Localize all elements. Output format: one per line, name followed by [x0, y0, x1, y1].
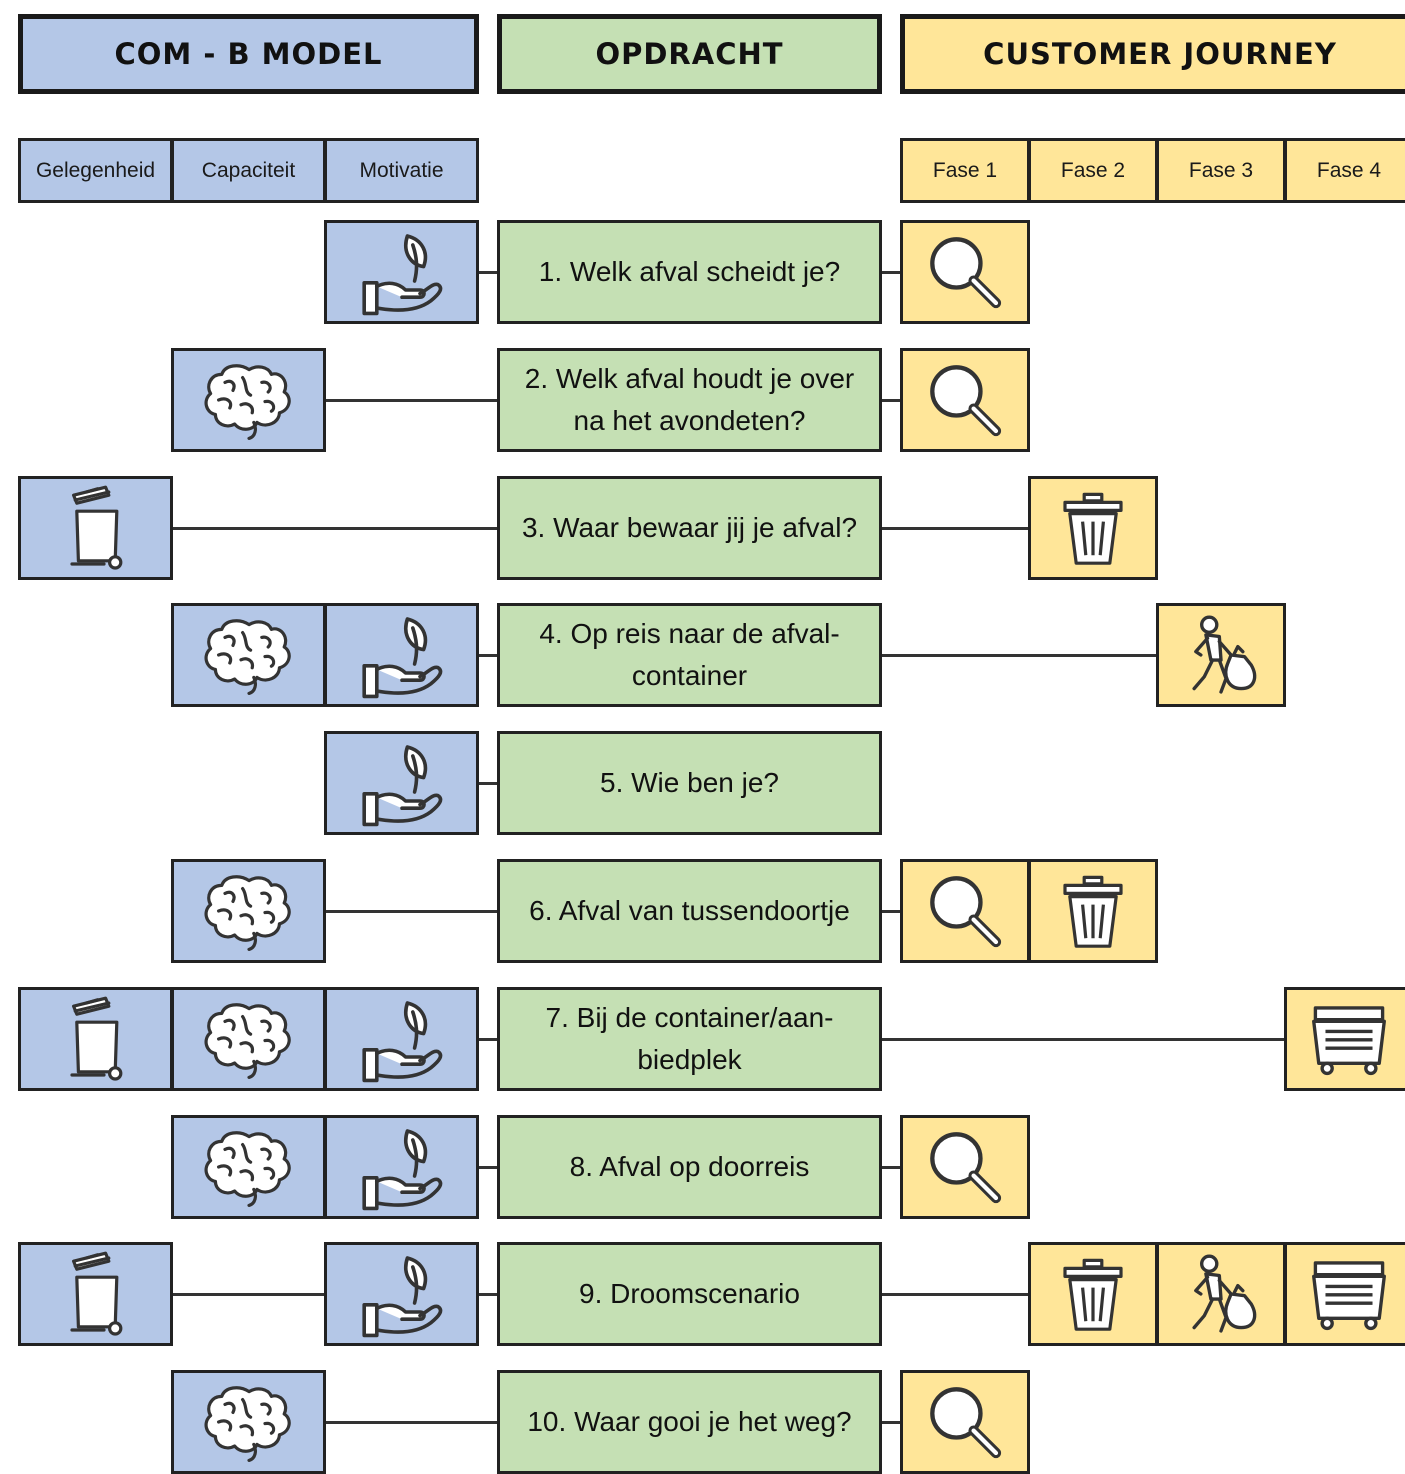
brain-icon: [201, 612, 297, 698]
phase-cell-2: [1028, 476, 1158, 580]
brain-icon: [201, 357, 297, 443]
hand-plant-icon: [356, 1122, 448, 1212]
phase-cell-1: [900, 348, 1030, 452]
connector-line: [479, 270, 497, 274]
phase-header-4: Fase 4: [1284, 138, 1405, 203]
phase-cell-2: [1028, 1242, 1158, 1346]
connector-line: [882, 398, 900, 402]
connector-line: [479, 653, 497, 657]
task-box: 3. Waar bewaar jij je afval?: [497, 476, 882, 580]
task-box: 10. Waar gooi je het weg?: [497, 1370, 882, 1474]
comb-cell-capaciteit: [171, 859, 326, 963]
column-header-capaciteit: Capaciteit: [171, 138, 326, 203]
comb-cell-capaciteit: [171, 603, 326, 707]
waste-container-icon: [1307, 1255, 1391, 1333]
hand-plant-icon: [356, 610, 448, 700]
bin-opportunity-icon: [56, 995, 136, 1083]
comb-cell-motivatie: [324, 1115, 479, 1219]
hand-plant-icon: [356, 994, 448, 1084]
phase-cell-3: [1156, 1242, 1286, 1346]
task-box: 4. Op reis naar de afval-container: [497, 603, 882, 707]
connector-line: [479, 781, 497, 785]
bin-opportunity-icon: [56, 1250, 136, 1338]
waste-container-icon: [1307, 1000, 1391, 1078]
comb-cell-motivatie: [324, 731, 479, 835]
phase-cell-4: [1284, 987, 1405, 1091]
connector-line: [882, 909, 900, 913]
task-box: 2. Welk afval houdt je over na het avond…: [497, 348, 882, 452]
trash-can-icon: [1057, 488, 1129, 568]
phase-cell-3: [1156, 603, 1286, 707]
magnifier-icon: [922, 868, 1008, 954]
connector-line: [882, 1037, 1284, 1041]
comb-cell-motivatie: [324, 1242, 479, 1346]
task-box: 1. Welk afval scheidt je?: [497, 220, 882, 324]
connector-line: [479, 1292, 497, 1296]
connector-line: [882, 526, 1028, 530]
walking-person-with-bag-icon: [1179, 1251, 1263, 1337]
column-header-motivatie: Motivatie: [324, 138, 479, 203]
phase-header-2: Fase 2: [1028, 138, 1158, 203]
phase-header-1: Fase 1: [900, 138, 1030, 203]
comb-cell-gelegenheid: [18, 987, 173, 1091]
magnifier-icon: [922, 357, 1008, 443]
opdracht-header: OPDRACHT: [497, 14, 882, 94]
column-header-gelegenheid: Gelegenheid: [18, 138, 173, 203]
phase-cell-4: [1284, 1242, 1405, 1346]
connector-line: [326, 398, 497, 402]
connector-line: [326, 909, 497, 913]
magnifier-icon: [922, 1124, 1008, 1210]
connector-line: [326, 1420, 497, 1424]
phase-cell-1: [900, 859, 1030, 963]
brain-icon: [201, 996, 297, 1082]
phase-cell-1: [900, 220, 1030, 324]
comb-cell-capaciteit: [171, 1115, 326, 1219]
walking-person-with-bag-icon: [1179, 612, 1263, 698]
brain-icon: [201, 1379, 297, 1465]
connector-line: [173, 526, 497, 530]
task-box: 5. Wie ben je?: [497, 731, 882, 835]
brain-icon: [201, 868, 297, 954]
hand-plant-icon: [356, 738, 448, 828]
phase-header-3: Fase 3: [1156, 138, 1286, 203]
comb-cell-capaciteit: [171, 1370, 326, 1474]
bin-opportunity-icon: [56, 484, 136, 572]
comb-cell-capaciteit: [171, 348, 326, 452]
phase-cell-2: [1028, 859, 1158, 963]
phase-cell-1: [900, 1370, 1030, 1474]
connector-line: [882, 1292, 1028, 1296]
hand-plant-icon: [356, 1249, 448, 1339]
connector-line: [173, 1292, 324, 1296]
phase-cell-1: [900, 1115, 1030, 1219]
task-box: 9. Droomscenario: [497, 1242, 882, 1346]
trash-can-icon: [1057, 1254, 1129, 1334]
connector-line: [882, 1420, 900, 1424]
comb-cell-gelegenheid: [18, 476, 173, 580]
connector-line: [479, 1165, 497, 1169]
task-box: 8. Afval op doorreis: [497, 1115, 882, 1219]
task-box: 6. Afval van tussendoortje: [497, 859, 882, 963]
comb-cell-motivatie: [324, 987, 479, 1091]
task-box: 7. Bij de container/aan-biedplek: [497, 987, 882, 1091]
connector-line: [882, 653, 1156, 657]
magnifier-icon: [922, 1379, 1008, 1465]
connector-line: [882, 270, 900, 274]
comb-cell-motivatie: [324, 220, 479, 324]
connector-line: [479, 1037, 497, 1041]
trash-can-icon: [1057, 871, 1129, 951]
connector-line: [882, 1165, 900, 1169]
brain-icon: [201, 1124, 297, 1210]
comb-cell-capaciteit: [171, 987, 326, 1091]
comb-cell-motivatie: [324, 603, 479, 707]
magnifier-icon: [922, 229, 1008, 315]
customer-journey-header: CUSTOMER JOURNEY: [900, 14, 1405, 94]
hand-plant-icon: [356, 227, 448, 317]
com-b-model-header: COM - B MODEL: [18, 14, 479, 94]
comb-cell-gelegenheid: [18, 1242, 173, 1346]
